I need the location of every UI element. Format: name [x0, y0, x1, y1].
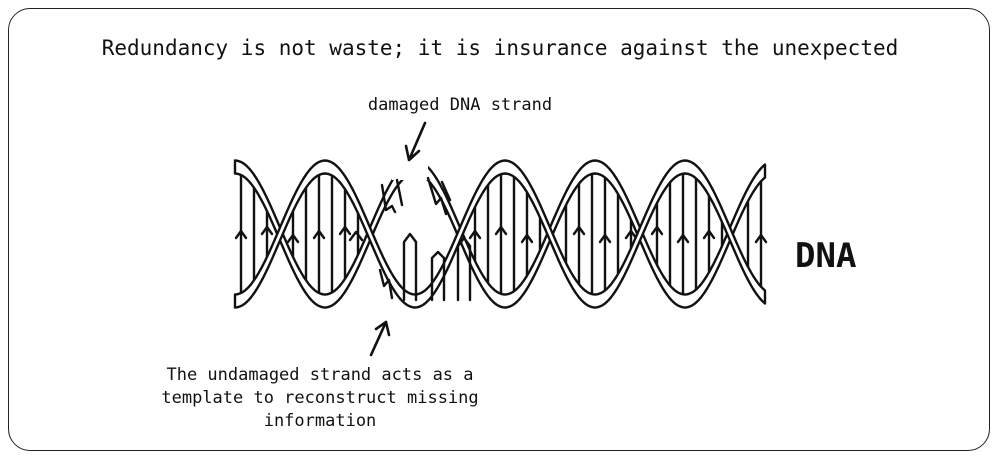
dna-strand-front — [233, 159, 767, 309]
base-pair-notch — [468, 228, 482, 240]
base-pair-notch — [650, 224, 664, 236]
base-pair-notch — [338, 224, 352, 236]
base-pair-notch — [312, 228, 326, 240]
broken-base-fragment — [380, 183, 397, 214]
diagram-title: Redundancy is not waste; it is insurance… — [101, 36, 899, 60]
base-pair-notch — [754, 232, 768, 244]
base-pair-notch — [260, 224, 274, 236]
dna-label: DNA — [795, 236, 857, 276]
arrow-to-template-icon — [369, 320, 391, 357]
broken-base-fragment — [426, 176, 448, 216]
base-pair-notch — [598, 232, 612, 244]
base-pair-notch — [572, 224, 586, 236]
broken-base-fragment — [430, 250, 446, 302]
template-line-1: The undamaged strand acts as a — [166, 365, 474, 385]
broken-base-fragment — [378, 268, 394, 300]
base-pair-notch — [520, 232, 534, 244]
broken-base-fragment — [456, 236, 472, 302]
base-pair-notch — [624, 228, 638, 240]
broken-base-fragment — [348, 230, 364, 242]
arrow-to-damage-icon — [404, 121, 427, 162]
broken-base-fragment — [402, 232, 418, 302]
base-pair-notch — [234, 228, 248, 240]
template-line-3: information — [263, 411, 377, 431]
damaged-strand-label: damaged DNA strand — [367, 95, 553, 115]
base-pair-notch — [676, 232, 690, 244]
base-pair-notch — [494, 224, 508, 236]
template-line-2: template to reconstruct missing — [161, 388, 479, 408]
base-pair-rungs — [234, 171, 768, 297]
base-pair-notch — [286, 232, 300, 244]
template-explanation-label: The undamaged strand acts as a template … — [80, 364, 560, 433]
broken-base-fragment — [440, 180, 452, 202]
broken-base-fragment — [395, 178, 404, 207]
base-pair-notch — [702, 228, 716, 240]
